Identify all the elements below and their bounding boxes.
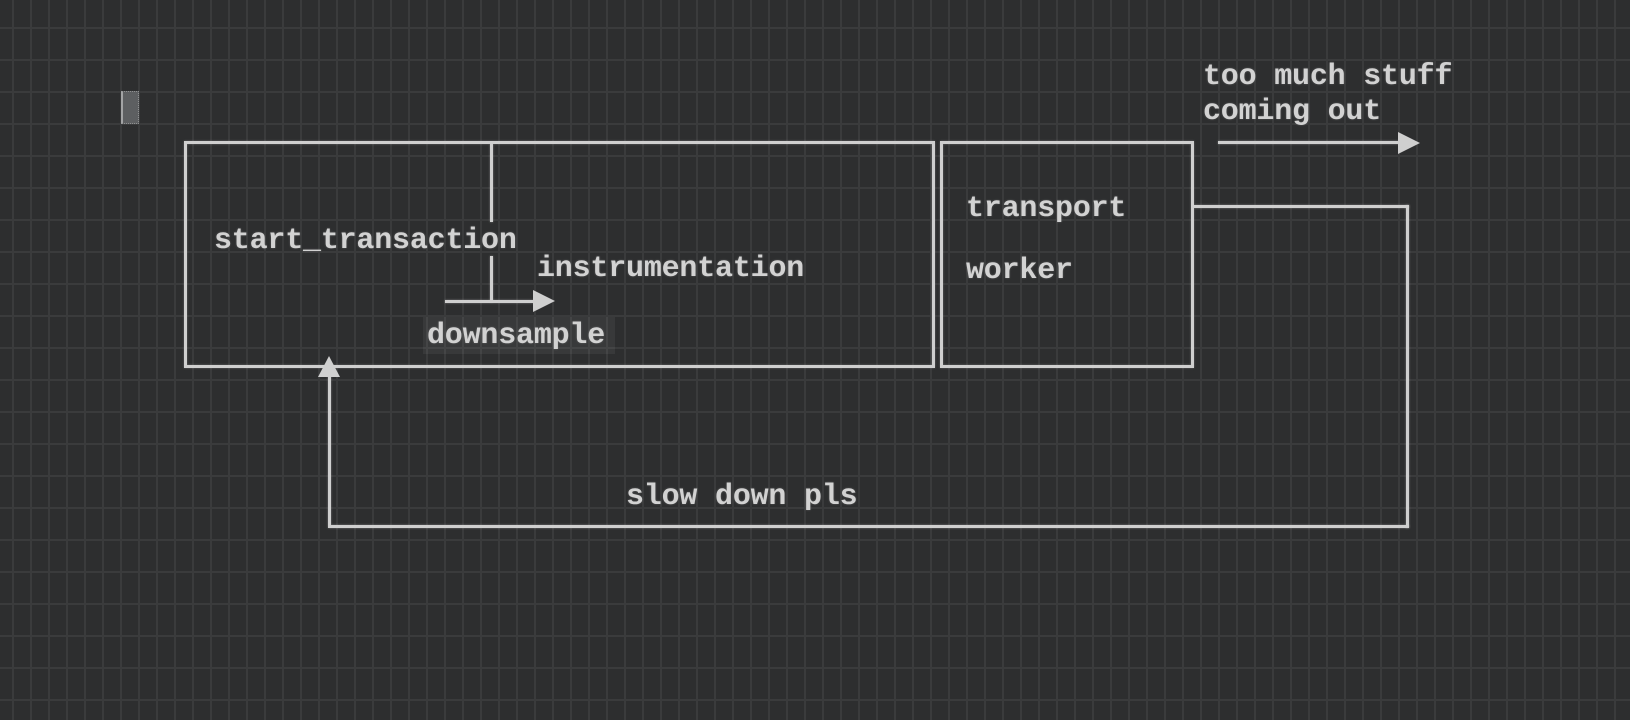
transport-worker-box[interactable] xyxy=(940,141,1194,368)
feedback-segment-right[interactable] xyxy=(1406,205,1409,528)
internal-divider-lower[interactable] xyxy=(490,256,493,302)
output-arrowhead-right-icon[interactable] xyxy=(1398,132,1420,154)
grid-cell-cursor xyxy=(121,91,139,124)
transport-label[interactable]: transport xyxy=(966,192,1127,226)
feedback-label[interactable]: slow down pls xyxy=(626,480,858,514)
feedback-segment-top[interactable] xyxy=(1194,205,1409,208)
downsample-arrow-line[interactable] xyxy=(445,300,535,303)
pipeline-box[interactable] xyxy=(184,141,935,368)
instrumentation-label[interactable]: instrumentation xyxy=(537,252,805,286)
downsample-label[interactable]: downsample xyxy=(427,319,606,353)
feedback-segment-bottom[interactable] xyxy=(328,525,1409,528)
output-annotation-line1[interactable]: too much stuff xyxy=(1203,60,1453,94)
output-arrow-line[interactable] xyxy=(1218,141,1400,144)
feedback-arrowhead-up-icon[interactable] xyxy=(318,356,340,377)
feedback-segment-left[interactable] xyxy=(328,374,331,525)
downsample-arrowhead-right-icon[interactable] xyxy=(533,290,555,312)
output-annotation-line2[interactable]: coming out xyxy=(1203,95,1382,129)
start-transaction-label[interactable]: start_transaction xyxy=(214,224,517,258)
worker-label[interactable]: worker xyxy=(966,254,1073,288)
downsample-label-highlight xyxy=(423,317,615,354)
internal-divider-upper[interactable] xyxy=(490,144,493,222)
